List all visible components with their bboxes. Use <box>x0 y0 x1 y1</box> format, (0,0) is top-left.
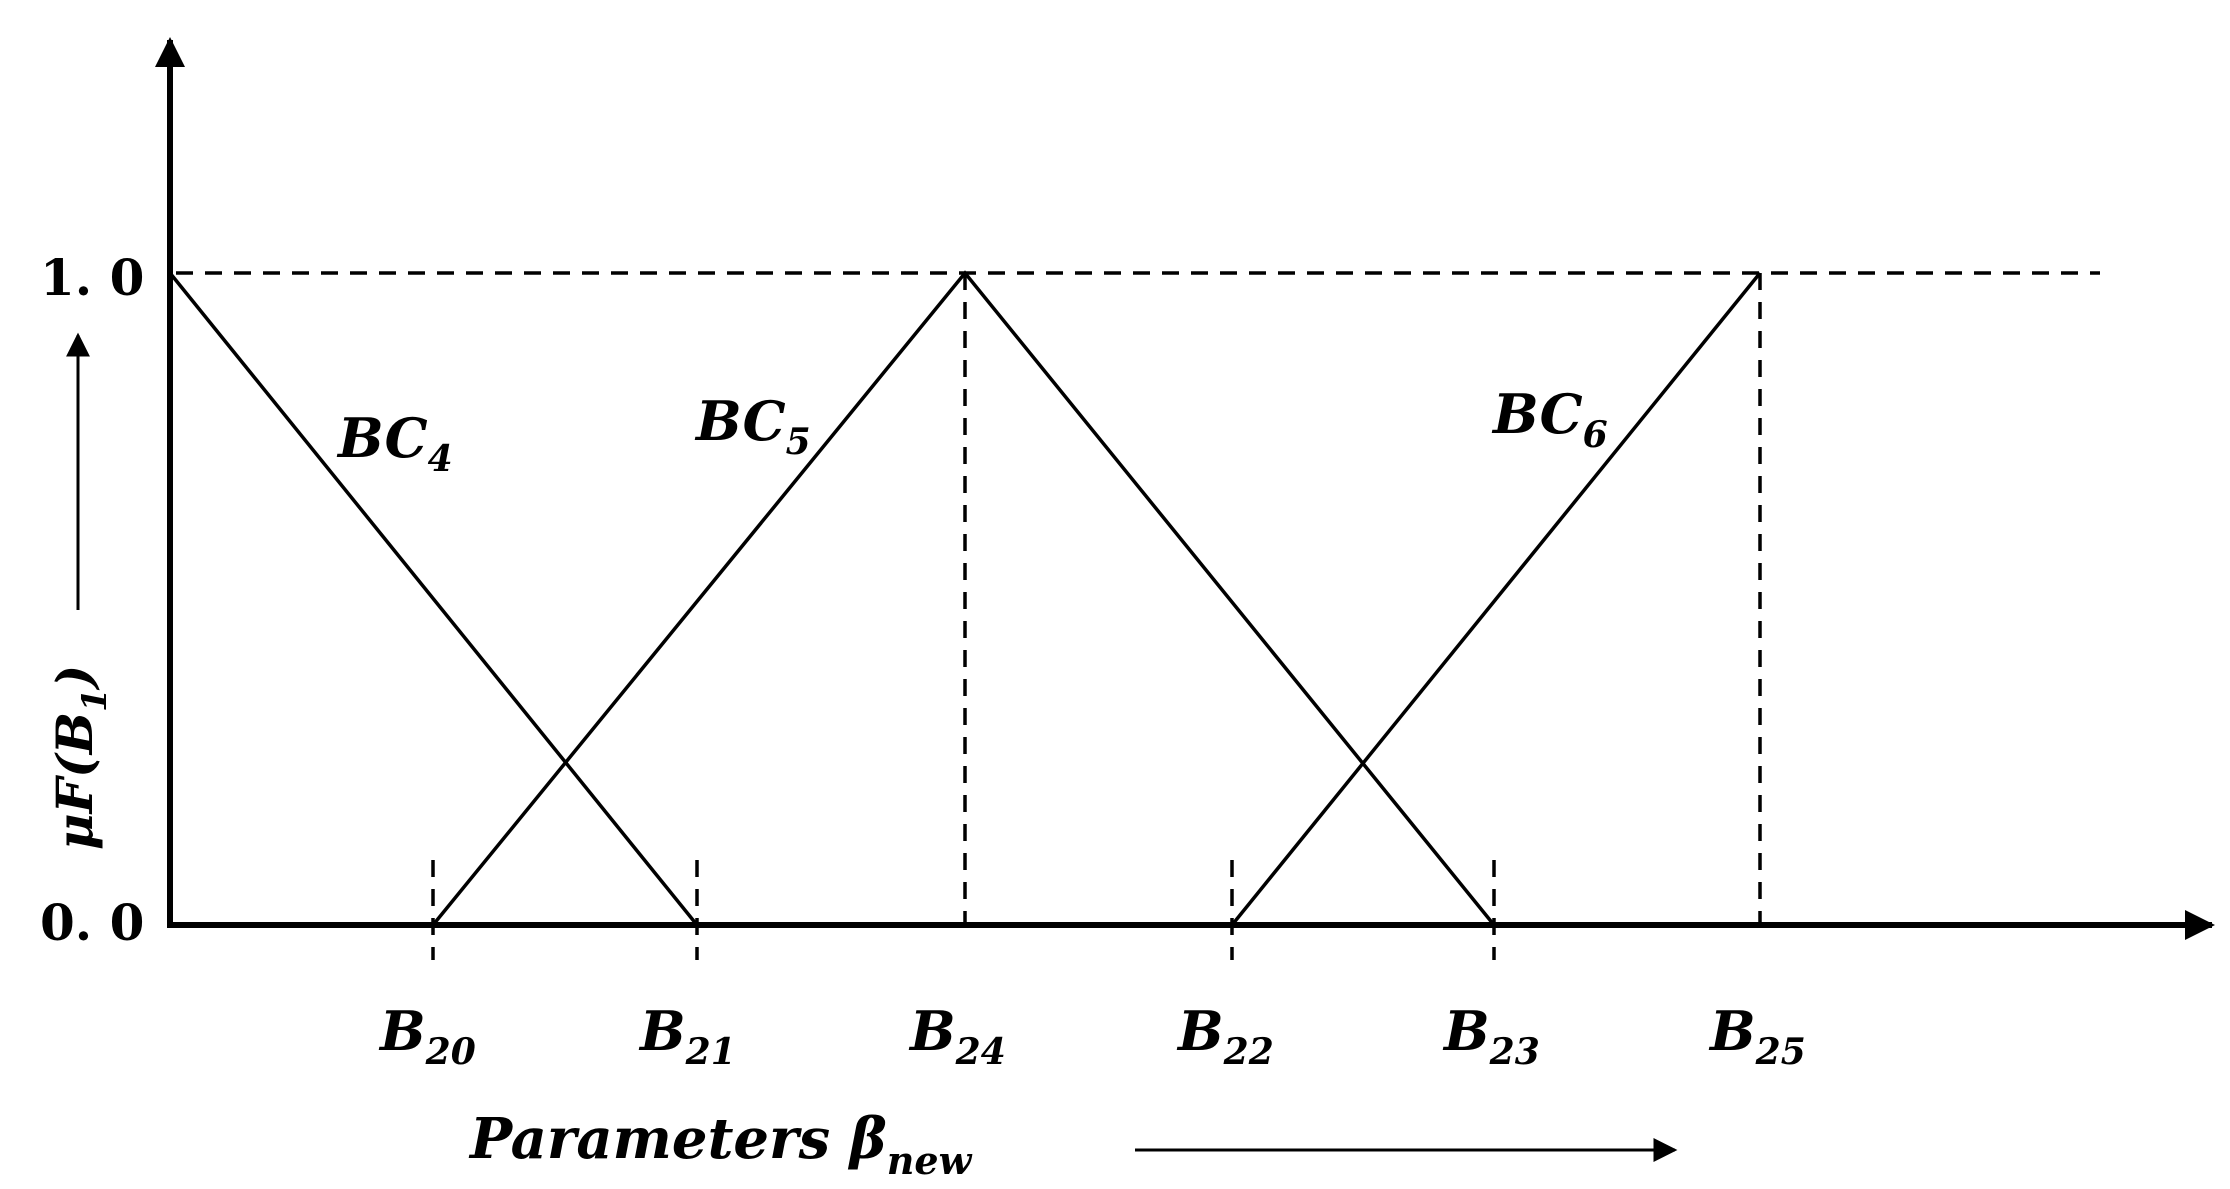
svg-text:μF(B1): μF(B1) <box>45 665 115 850</box>
point-label-B21: B21 <box>638 999 736 1073</box>
point-label-B22: B22 <box>1176 999 1274 1073</box>
point-label-B25: B25 <box>1708 999 1806 1073</box>
point-label-B23: B23 <box>1442 999 1540 1073</box>
BC5-triangle <box>431 270 1496 927</box>
y-tick-top: 1. 0 <box>40 248 144 307</box>
y-axis-label: μF(B1) <box>45 665 115 850</box>
set-label-BC4: BC4 <box>336 406 453 480</box>
set-label-BC5: BC5 <box>694 389 811 463</box>
point-label-B24: B24 <box>908 999 1006 1073</box>
point-label-B20: B20 <box>378 999 476 1073</box>
y-tick-bottom: 0. 0 <box>40 893 144 952</box>
x-axis-label: Parameters βnew <box>468 1106 973 1183</box>
BC4-line <box>168 271 699 927</box>
set-label-BC6: BC6 <box>1491 382 1608 456</box>
BC6-line <box>1230 271 1762 927</box>
